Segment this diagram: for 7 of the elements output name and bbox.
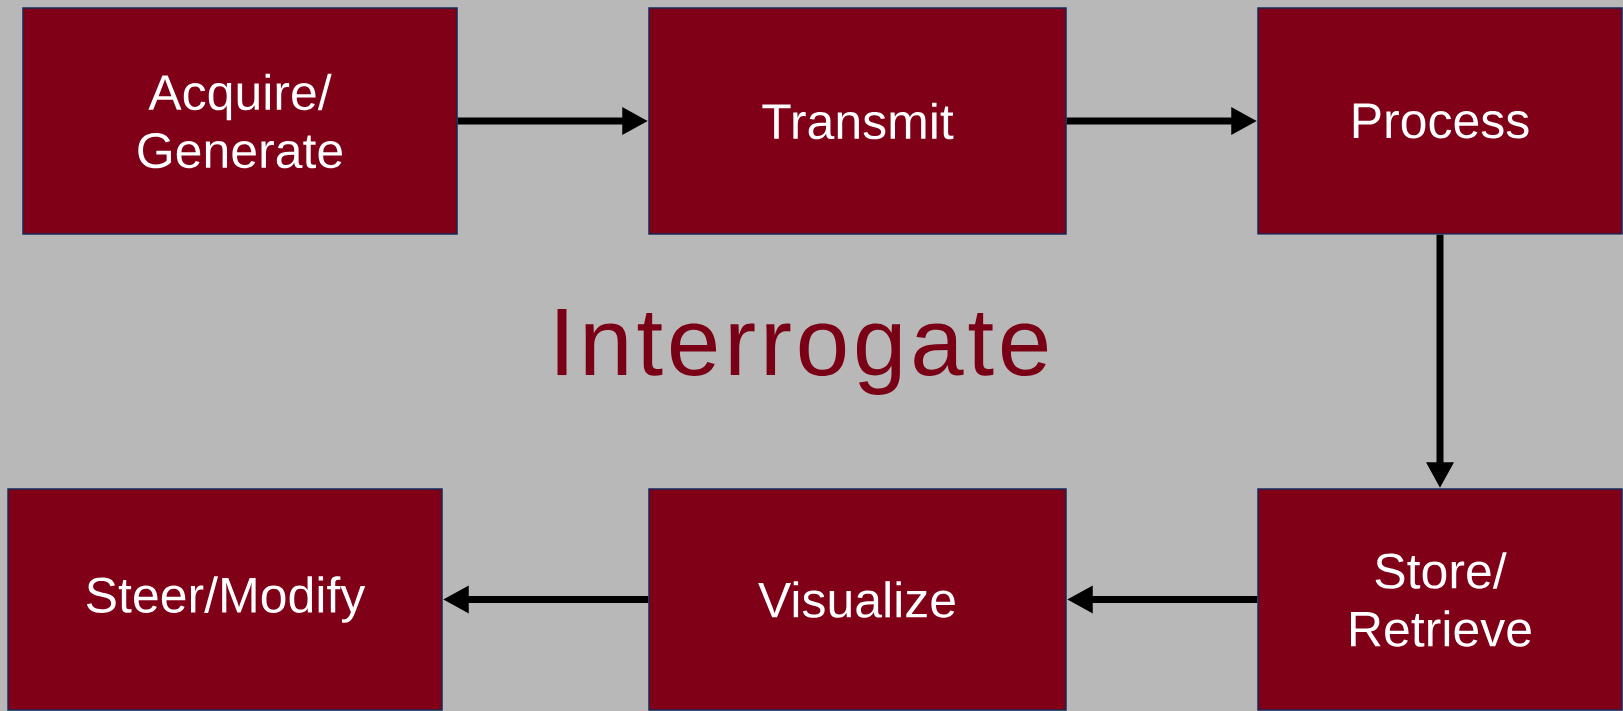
process-box: Transmit [648, 7, 1067, 235]
process-box: Process [1257, 7, 1623, 235]
process-box: Acquire/ Generate [22, 7, 458, 235]
heading-text: Interrogate [557, 309, 1048, 395]
process-box: Store/ Retrieve [1257, 488, 1623, 711]
process-box: Visualize [648, 488, 1067, 711]
process-box: Steer/Modify [7, 488, 443, 711]
